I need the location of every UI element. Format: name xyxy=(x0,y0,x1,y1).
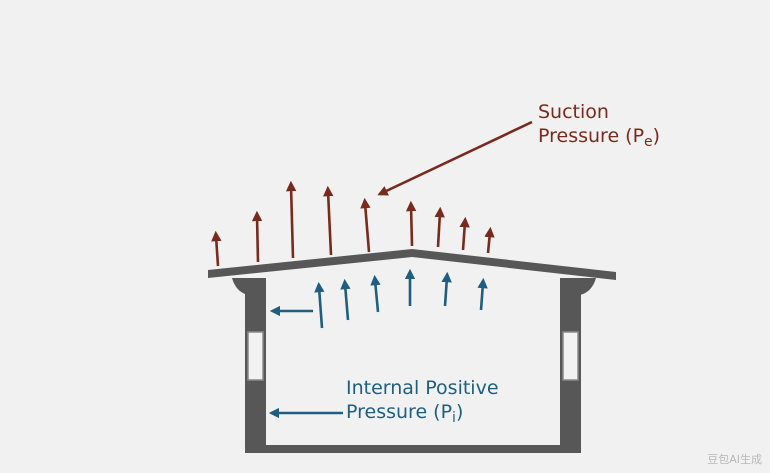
internal-arrow xyxy=(314,281,325,329)
internal-label-line1: Internal Positive xyxy=(346,377,499,399)
watermark: 豆包AI生成 xyxy=(707,453,762,466)
suction-label-line1: Suction xyxy=(538,101,609,123)
suction-arrow xyxy=(434,206,445,248)
internal-arrow xyxy=(370,274,381,313)
internal-arrow xyxy=(477,277,488,311)
suction-arrow xyxy=(405,200,417,247)
suction-arrow xyxy=(323,185,334,256)
suction-label-line2: Pressure (Pe) xyxy=(538,125,661,150)
internal-arrow xyxy=(441,271,452,307)
suction-arrow xyxy=(484,226,495,254)
internal-arrow xyxy=(340,278,351,321)
suction-callout-arrow xyxy=(377,120,533,196)
floor-slab xyxy=(245,445,581,453)
left-window xyxy=(247,331,264,381)
internal-subscript: i xyxy=(452,410,456,426)
suction-subscript: e xyxy=(644,134,653,150)
left-eave-bracket xyxy=(232,278,266,295)
suction-arrow xyxy=(251,210,263,263)
suction-pressure-label: Suction Pressure (Pe) xyxy=(538,100,660,154)
internal-pressure-label: Internal Positive Pressure (Pi) xyxy=(346,376,499,430)
suction-arrow xyxy=(459,216,470,251)
internal-arrows xyxy=(269,268,488,329)
suction-arrows xyxy=(211,180,495,267)
suction-arrow xyxy=(285,180,297,259)
right-window xyxy=(562,331,579,381)
right-eave-bracket xyxy=(560,278,596,295)
internal-label-line2: Pressure (Pi) xyxy=(346,401,464,426)
suction-arrow xyxy=(360,197,371,253)
gable-roof xyxy=(208,249,616,280)
suction-arrow xyxy=(211,230,222,267)
